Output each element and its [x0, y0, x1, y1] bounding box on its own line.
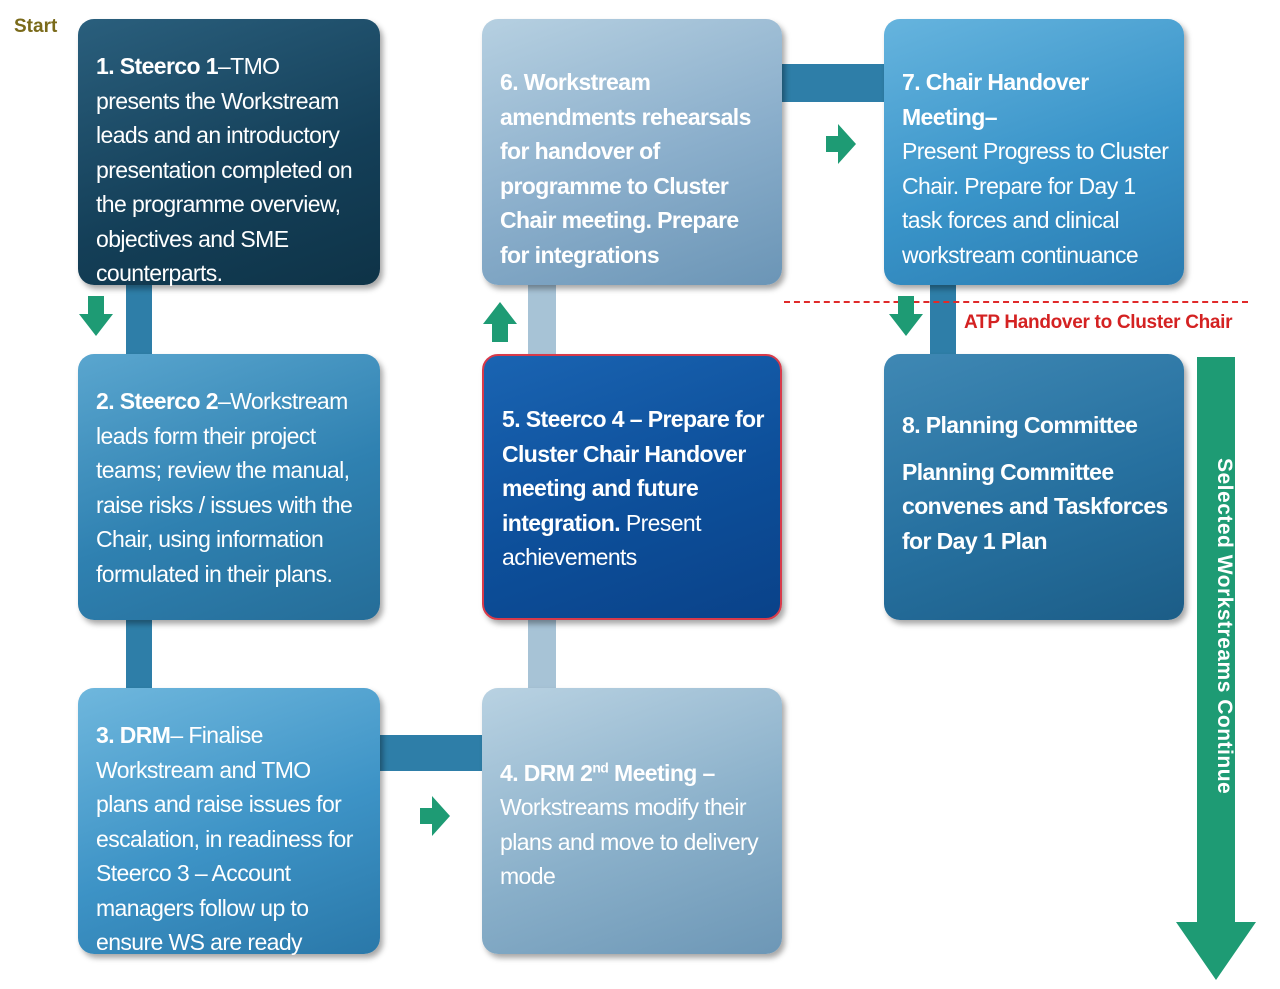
step-8-subtitle: Planning Committee convenes and Taskforc…: [902, 458, 1168, 554]
step-5-box: 5. Steerco 4 – Prepare for Cluster Chair…: [482, 354, 782, 620]
step-8-title: 8. Planning Committee: [902, 412, 1138, 438]
step-1-text: –TMO presents the Workstream leads and a…: [96, 53, 353, 286]
step-1-box: 1. Steerco 1–TMO presents the Workstream…: [78, 19, 380, 286]
step-3-box: 3. DRM– Finalise Workstream and TMO plan…: [78, 688, 380, 955]
step-4-title: 4. DRM 2: [500, 759, 593, 786]
arrow-right-icon: [420, 796, 450, 836]
step-5-text: Present achievements: [502, 509, 702, 571]
step-3-text: – Finalise Workstream and TMO plans and …: [96, 722, 353, 955]
step-3-title: 3. DRM: [96, 722, 171, 748]
step-7-box: 7. Chair Handover Meeting– Present Progr…: [884, 19, 1184, 285]
step-1-title: 1. Steerco 1: [96, 53, 219, 79]
step-8-box: 8. Planning Committee Planning Committee…: [884, 354, 1184, 620]
arrow-down-icon: [79, 296, 113, 336]
atp-handover-line: [784, 301, 1248, 303]
connector-7-8: [930, 285, 956, 354]
connector-5-6: [528, 285, 556, 354]
step-4-title-suffix: Meeting –: [608, 759, 715, 786]
arrow-right-icon: [826, 124, 856, 164]
step-5-title: 5. Steerco 4 – Prepare for Cluster Chair…: [502, 406, 764, 536]
step-4-box: 4. DRM 2nd Meeting – Workstreams modify …: [482, 688, 782, 954]
arrow-up-icon: [483, 302, 517, 342]
arrow-down-icon: [889, 296, 923, 336]
connector-4-5: [528, 620, 556, 688]
connector-6-7: [782, 64, 884, 102]
connector-3-4: [380, 735, 482, 771]
connector-1-2: [126, 285, 152, 355]
continue-label: Selected Workstreams Continue: [1213, 458, 1236, 795]
step-2-box: 2. Steerco 2–Workstream leads form their…: [78, 354, 380, 620]
step-4-text: Workstreams modify their plans and move …: [500, 794, 759, 890]
atp-handover-label: ATP Handover to Cluster Chair: [964, 312, 1233, 333]
step-2-text: –Workstream leads form their project tea…: [96, 388, 353, 587]
connector-2-3: [126, 620, 152, 688]
start-label: Start: [14, 16, 58, 37]
step-7-text: Present Progress to Cluster Chair. Prepa…: [902, 138, 1169, 268]
step-2-title: 2. Steerco 2: [96, 388, 219, 414]
step-4-superscript: nd: [592, 759, 609, 775]
step-6-box: 6. Workstream amendments rehearsals for …: [482, 19, 782, 285]
step-6-title: 6. Workstream amendments rehearsals for …: [500, 69, 751, 268]
step-7-title: 7. Chair Handover Meeting–: [902, 69, 1089, 130]
continue-arrow-icon: [1176, 357, 1256, 980]
